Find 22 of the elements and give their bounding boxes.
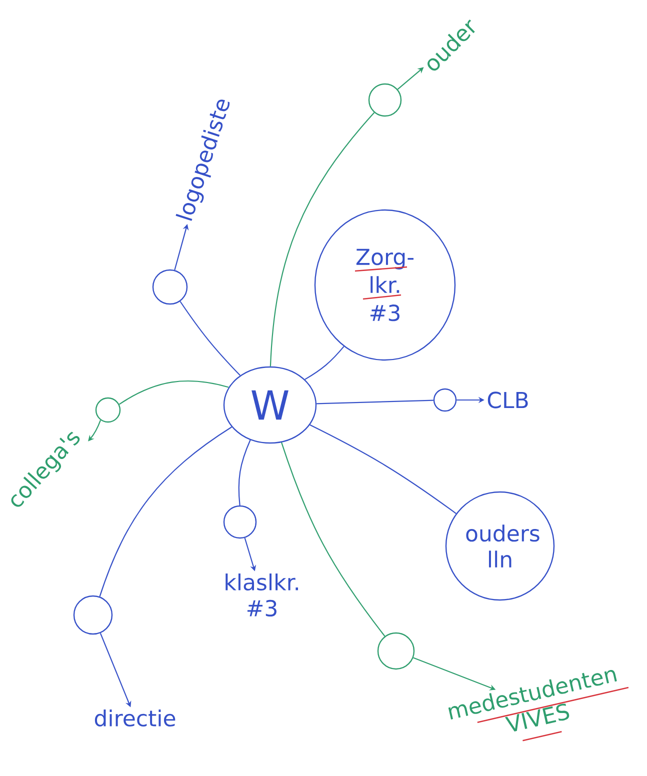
contact-label: directie (94, 709, 176, 727)
small-circle (433, 388, 457, 412)
connector-line (238, 440, 251, 506)
contact-label: CLB (488, 392, 528, 408)
contact-label: klaslkr. #3 (226, 573, 298, 617)
connector-line (281, 442, 386, 637)
circle-bubble: ouders lln (445, 491, 555, 601)
connector-line (310, 424, 456, 514)
connector-line (180, 301, 240, 376)
small-circle (73, 595, 113, 635)
connector-line (270, 112, 375, 366)
small-circle (223, 505, 257, 539)
small-circle (377, 632, 415, 670)
connector-line (118, 380, 229, 405)
small-circle (368, 83, 402, 117)
connector-line (304, 346, 344, 380)
small-circle (95, 397, 121, 423)
connector-line (99, 426, 232, 597)
small-circle (152, 269, 188, 305)
connector-line (316, 400, 434, 404)
cloud-bubble: Zorg- lkr. #3 (314, 209, 456, 361)
arrow (88, 420, 102, 442)
